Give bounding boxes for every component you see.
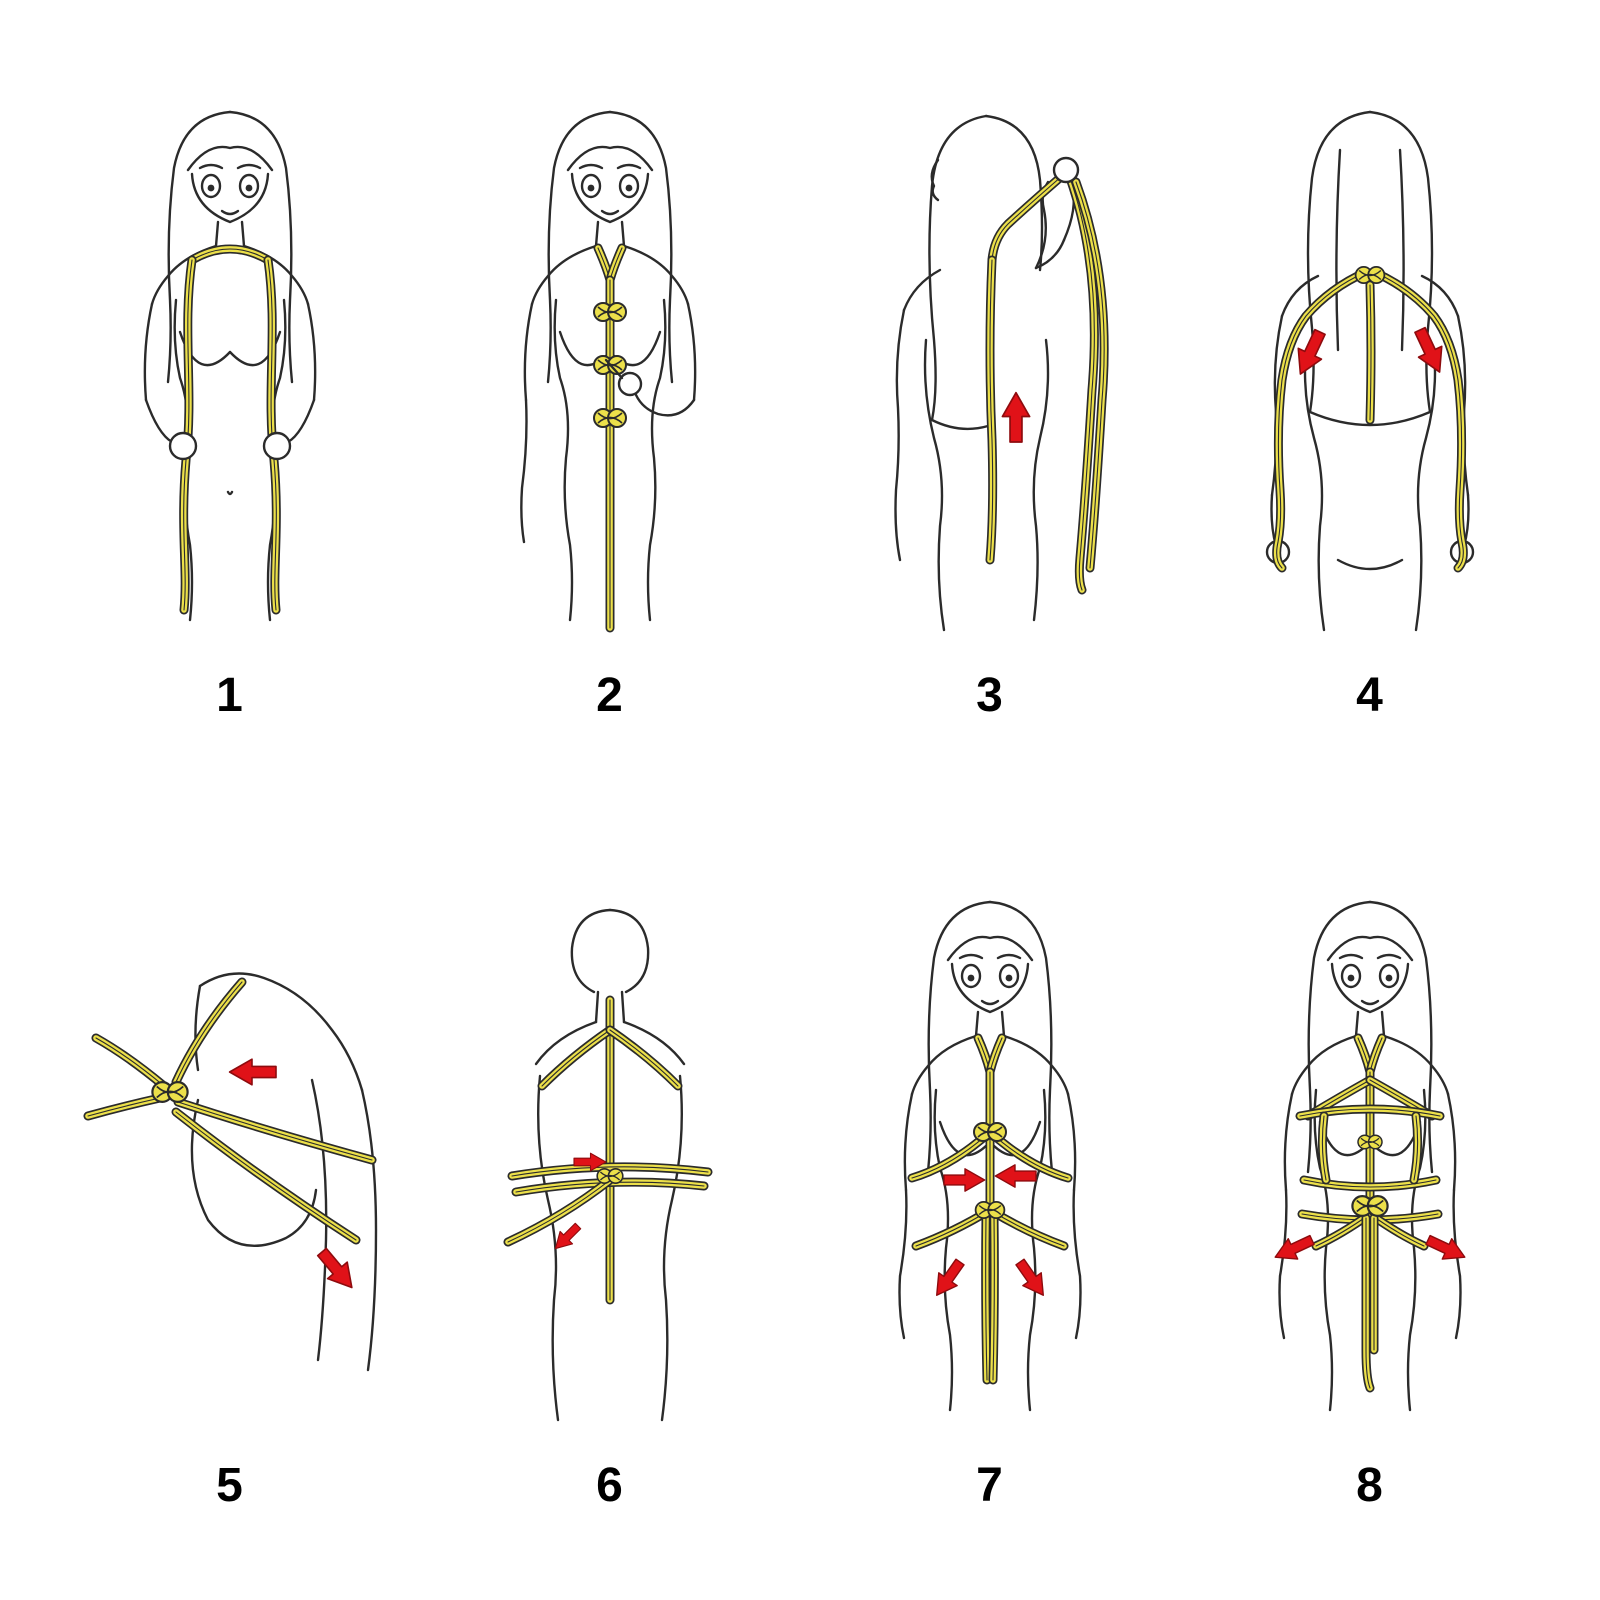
step-number: 5 (216, 1459, 244, 1512)
step-6-illustration (503, 908, 713, 1422)
figure-outline (520, 110, 697, 622)
step-number: 8 (1356, 1459, 1384, 1512)
rope-knot (974, 1201, 1006, 1219)
direction-arrows (228, 1058, 363, 1297)
rope-lines (985, 171, 1109, 595)
direction-arrow-icon (1001, 391, 1031, 443)
step-number: 4 (1356, 669, 1384, 722)
rope-knot (596, 1168, 624, 1184)
direction-arrow-icon (926, 1254, 970, 1303)
step-8-panel: 8 (1180, 800, 1560, 1590)
rope-lines (1272, 267, 1468, 573)
rope-lines (1295, 1033, 1445, 1393)
step-4-illustration (1265, 110, 1475, 632)
step-2-illustration (520, 110, 697, 633)
direction-arrow-icon (311, 1242, 363, 1297)
rope-knot (1357, 1134, 1383, 1150)
step-number: 2 (596, 669, 624, 722)
direction-arrow-icon (1422, 1229, 1471, 1269)
figure-outline (190, 972, 378, 1372)
step-5-panel: 5 (40, 800, 420, 1590)
figure-outline (534, 908, 686, 1422)
step-number: 7 (976, 1459, 1004, 1512)
step-1-illustration (143, 110, 317, 622)
step-number: 3 (976, 669, 1004, 722)
step-3-illustration (894, 114, 1109, 632)
step-1-panel: 1 (40, 10, 420, 800)
step-3-panel: 3 (800, 10, 1180, 800)
hands (168, 431, 292, 461)
direction-arrow-icon (994, 1164, 1037, 1188)
step-7-panel: 7 (800, 800, 1180, 1590)
direction-arrow-icon (943, 1168, 986, 1192)
direction-arrow-icon (228, 1058, 277, 1086)
rope-lines (83, 977, 377, 1245)
figure-outline (898, 900, 1082, 1412)
rope-knot (1351, 1194, 1389, 1218)
figure-outline (143, 110, 317, 622)
step-5-illustration (83, 972, 378, 1372)
step-7-illustration (898, 900, 1082, 1412)
direction-arrow-icon (1010, 1254, 1054, 1303)
rope-lines (179, 244, 281, 615)
step-number: 6 (596, 1459, 624, 1512)
figure-outline (1278, 900, 1462, 1412)
pointing-hand (604, 358, 696, 417)
step-6-panel: 6 (420, 800, 800, 1590)
step-number: 1 (216, 669, 244, 722)
step-2-panel: 2 (420, 10, 800, 800)
step-8-illustration (1269, 900, 1471, 1412)
rope-lines (503, 995, 713, 1305)
rope-knot (151, 1080, 189, 1104)
rope-knot (593, 302, 627, 322)
direction-arrow-icon (1269, 1229, 1318, 1269)
rope-knot (973, 1122, 1007, 1142)
rope-knot (593, 408, 627, 428)
hand (1052, 156, 1080, 184)
rope-lines (593, 243, 627, 633)
rope-knot (1354, 265, 1386, 285)
step-4-panel: 4 (1180, 10, 1560, 800)
